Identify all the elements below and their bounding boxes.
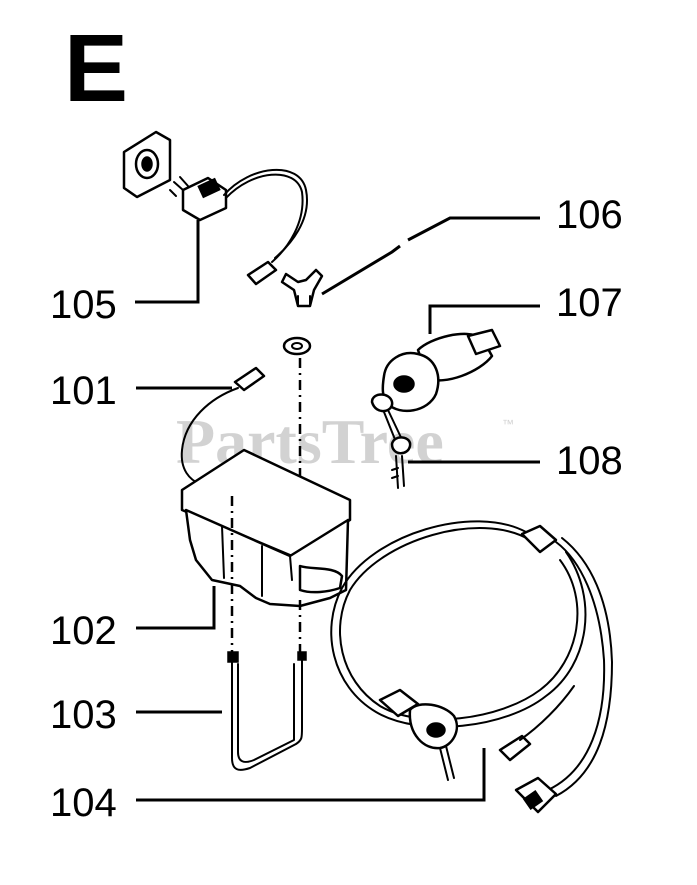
callout-102: 102 [50, 609, 117, 653]
callout-106: 106 [556, 193, 623, 237]
part-104-wiring-harness[interactable] [330, 520, 613, 814]
section-letter: E [64, 15, 128, 122]
leader-105 [135, 220, 200, 304]
callout-108: 108 [556, 439, 623, 483]
part-105-charger-cord[interactable] [122, 130, 308, 286]
callout-107: 107 [556, 281, 623, 325]
leader-106-a [321, 244, 401, 296]
leader-lines [135, 216, 540, 802]
leader-107 [428, 304, 540, 334]
callout-labels: 105 106 107 101 108 102 103 104 [50, 193, 623, 825]
leader-104 [136, 748, 486, 802]
part-101-battery-lead[interactable] [180, 366, 266, 485]
callout-104: 104 [50, 781, 117, 825]
part-103-bracket[interactable] [227, 651, 307, 771]
callout-101: 101 [50, 369, 117, 413]
callout-103: 103 [50, 693, 117, 737]
part-106-wing-nut[interactable] [280, 268, 324, 308]
part-108-keys[interactable] [370, 393, 412, 489]
part-107-ignition-switch[interactable] [381, 328, 502, 412]
watermark-trademark: ™ [502, 417, 514, 431]
leader-106-b [407, 216, 540, 242]
callout-105: 105 [50, 283, 117, 327]
leader-102 [136, 586, 216, 630]
part-102-battery-box[interactable] [180, 448, 352, 608]
washer [282, 336, 312, 356]
